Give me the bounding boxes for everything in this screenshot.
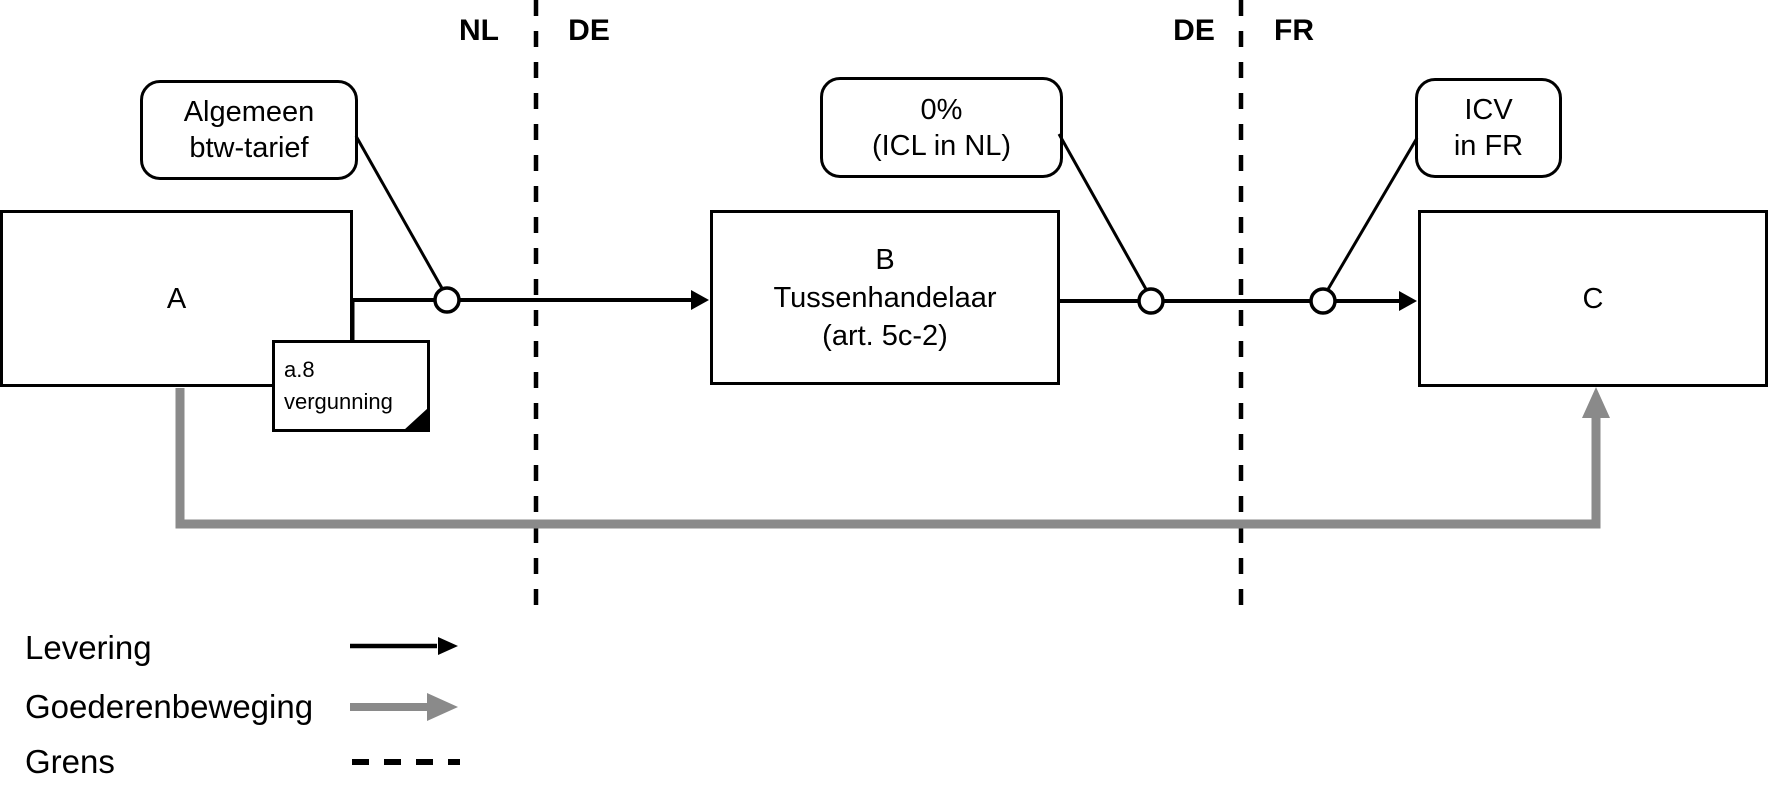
levering-arrowhead-b-c-icon (1399, 291, 1417, 311)
callout-icv-in-fr-line-2: in FR (1453, 130, 1524, 162)
callout-zero-rate-line-2: (ICL in NL) (871, 129, 1012, 162)
callout-icv-in-fr-line-1: ICV (1464, 94, 1513, 126)
callout-general-vat-rate: Algemeen btw-tarief (140, 80, 358, 180)
country-label-fr: FR (1274, 14, 1314, 47)
box-b-line-3: (art. 5c-2) (822, 319, 948, 352)
legend-symbol-goederenbeweging-arrowhead-icon (427, 693, 458, 721)
callout-general-vat-rate-line-2: btw-tarief (189, 132, 309, 164)
legend-label-levering: Levering (25, 629, 152, 666)
transfer-point-circle-1 (433, 286, 461, 314)
permit-note-line-2: vergunning (284, 389, 393, 414)
callout-tail-icv (1325, 137, 1419, 292)
country-label-nl: NL (459, 14, 499, 47)
box-b: B Tussenhandelaar (art. 5c-2) (710, 210, 1060, 385)
callout-zero-rate: 0% (ICL in NL) (820, 77, 1063, 178)
box-b-line-2: Tussenhandelaar (773, 281, 997, 314)
callout-zero-rate-line-1: 0% (920, 93, 963, 126)
callout-tail-general-rate (354, 135, 445, 291)
transfer-point-circle-3 (1309, 287, 1337, 315)
box-a-label: A (166, 282, 187, 315)
country-label-de-right: DE (1173, 14, 1215, 47)
permit-note-line-1: a.8 (284, 357, 315, 382)
goods-movement-path (175, 388, 1601, 529)
permit-note: a.8 vergunning (272, 340, 430, 432)
folded-corner-icon (404, 408, 428, 430)
legend-label-grens: Grens (25, 743, 115, 780)
box-b-line-1: B (875, 243, 895, 276)
box-c-label: C (1582, 282, 1604, 315)
transfer-point-circle-2 (1137, 287, 1165, 315)
levering-arrowhead-a-b-icon (691, 290, 709, 310)
box-c: C (1418, 210, 1768, 387)
callout-general-vat-rate-line-1: Algemeen (183, 96, 315, 128)
legend-label-goederenbeweging: Goederenbeweging (25, 688, 314, 725)
goods-movement-arrowhead-icon (1582, 387, 1610, 418)
callout-icv-in-fr: ICV in FR (1415, 78, 1562, 178)
callout-tail-zero-rate (1057, 133, 1149, 292)
country-label-de-left: DE (568, 14, 610, 47)
legend-symbol-levering-arrowhead-icon (438, 637, 458, 655)
